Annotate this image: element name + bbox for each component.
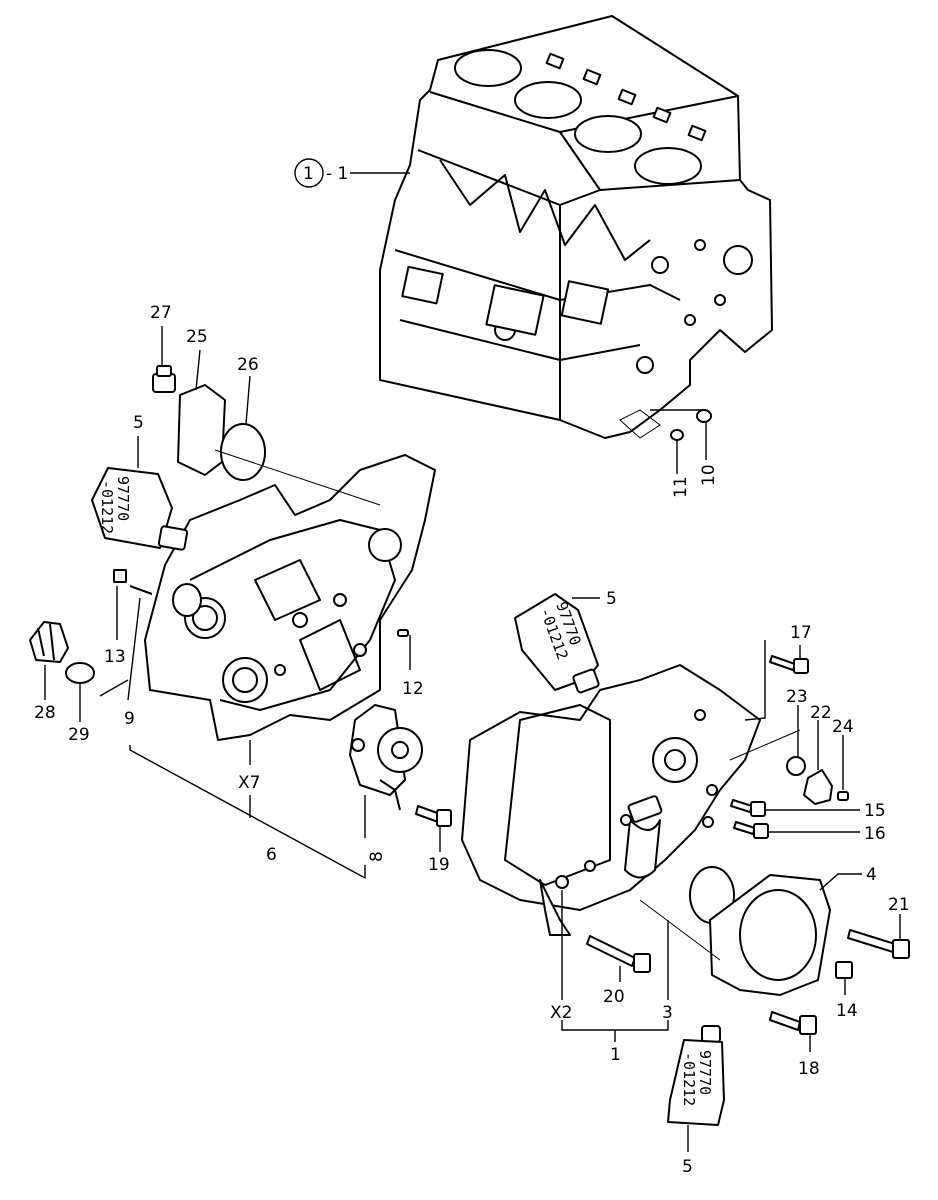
label-19: 19 [428, 855, 450, 875]
o-ring-11 [670, 429, 684, 441]
gear-case [144, 454, 436, 741]
gear-cover [461, 664, 761, 936]
nut-13 [113, 569, 127, 583]
tube-text-line1-bot: 97770 [696, 1050, 714, 1095]
label-10: 10 [699, 464, 719, 486]
o-ring-23 [786, 756, 806, 776]
label-5-mid: 5 [606, 589, 617, 609]
bolt-14 [835, 961, 853, 979]
plug [152, 365, 176, 393]
label-26: 26 [237, 355, 259, 375]
label-25: 25 [186, 327, 208, 347]
bolt-24 [837, 791, 849, 801]
part-labels: 1 - 1 27 25 26 5 13 12 9 28 29 X7 6 8 19… [34, 164, 910, 1177]
label-p1-dash: - 1 [326, 164, 348, 184]
stud-12 [129, 585, 153, 595]
label-12: 12 [402, 679, 424, 699]
oil-pump [349, 704, 423, 811]
cylinder-block [379, 15, 773, 439]
bolt-21 [847, 929, 910, 959]
label-29: 29 [68, 725, 90, 745]
oil-seal [172, 583, 202, 617]
bolt-18 [769, 1011, 817, 1035]
label-16: 16 [864, 824, 886, 844]
label-x7: X7 [238, 773, 260, 793]
label-6: 6 [266, 845, 277, 865]
label-23: 23 [786, 687, 808, 707]
leader-lines [44, 172, 901, 1152]
label-5-bottom: 5 [682, 1157, 693, 1177]
label-28: 28 [34, 703, 56, 723]
label-24: 24 [832, 717, 854, 737]
label-11: 11 [671, 476, 691, 498]
oil-filler-cap [29, 621, 69, 663]
tube-text-line1: 97770 [114, 476, 132, 521]
assembly-ref-circle [294, 158, 324, 188]
label-8: 8 [367, 851, 387, 862]
label-9: 9 [124, 709, 135, 729]
bolt-19 [415, 805, 452, 827]
label-14: 14 [836, 1001, 858, 1021]
label-18: 18 [798, 1059, 820, 1079]
label-15: 15 [864, 801, 886, 821]
bolt-16 [733, 821, 769, 839]
label-4: 4 [866, 865, 877, 885]
label-20: 20 [603, 987, 625, 1007]
label-22: 22 [810, 703, 832, 723]
label-1-bottom: 1 [610, 1045, 621, 1065]
label-x2: X2 [550, 1003, 572, 1023]
o-ring-29 [65, 662, 95, 684]
bolt-17 [769, 655, 809, 674]
tube-text-line2: -01212 [98, 480, 116, 534]
sealant-tube-middle: 97770 -01212 [514, 593, 600, 694]
label-5-left: 5 [133, 413, 144, 433]
sealant-tube-bottom: 97770 -01212 [667, 1025, 725, 1126]
label-21: 21 [888, 895, 910, 915]
front-plate [709, 874, 831, 996]
cover-plate-22 [803, 769, 833, 805]
o-ring [220, 423, 266, 481]
label-13: 13 [104, 647, 126, 667]
sealant-tube-left: 97770 -01212 [91, 467, 189, 551]
tube-text-line2-bot: -01212 [680, 1052, 698, 1106]
label-17: 17 [790, 623, 812, 643]
label-3: 3 [662, 1003, 673, 1023]
cover-plate [177, 384, 226, 476]
bolt-20 [586, 935, 651, 973]
pin-12 [397, 629, 409, 637]
bolt-15 [730, 799, 766, 817]
label-p1-circle: 1 [303, 164, 314, 184]
label-27: 27 [150, 303, 172, 323]
o-ring-10 [696, 409, 712, 423]
